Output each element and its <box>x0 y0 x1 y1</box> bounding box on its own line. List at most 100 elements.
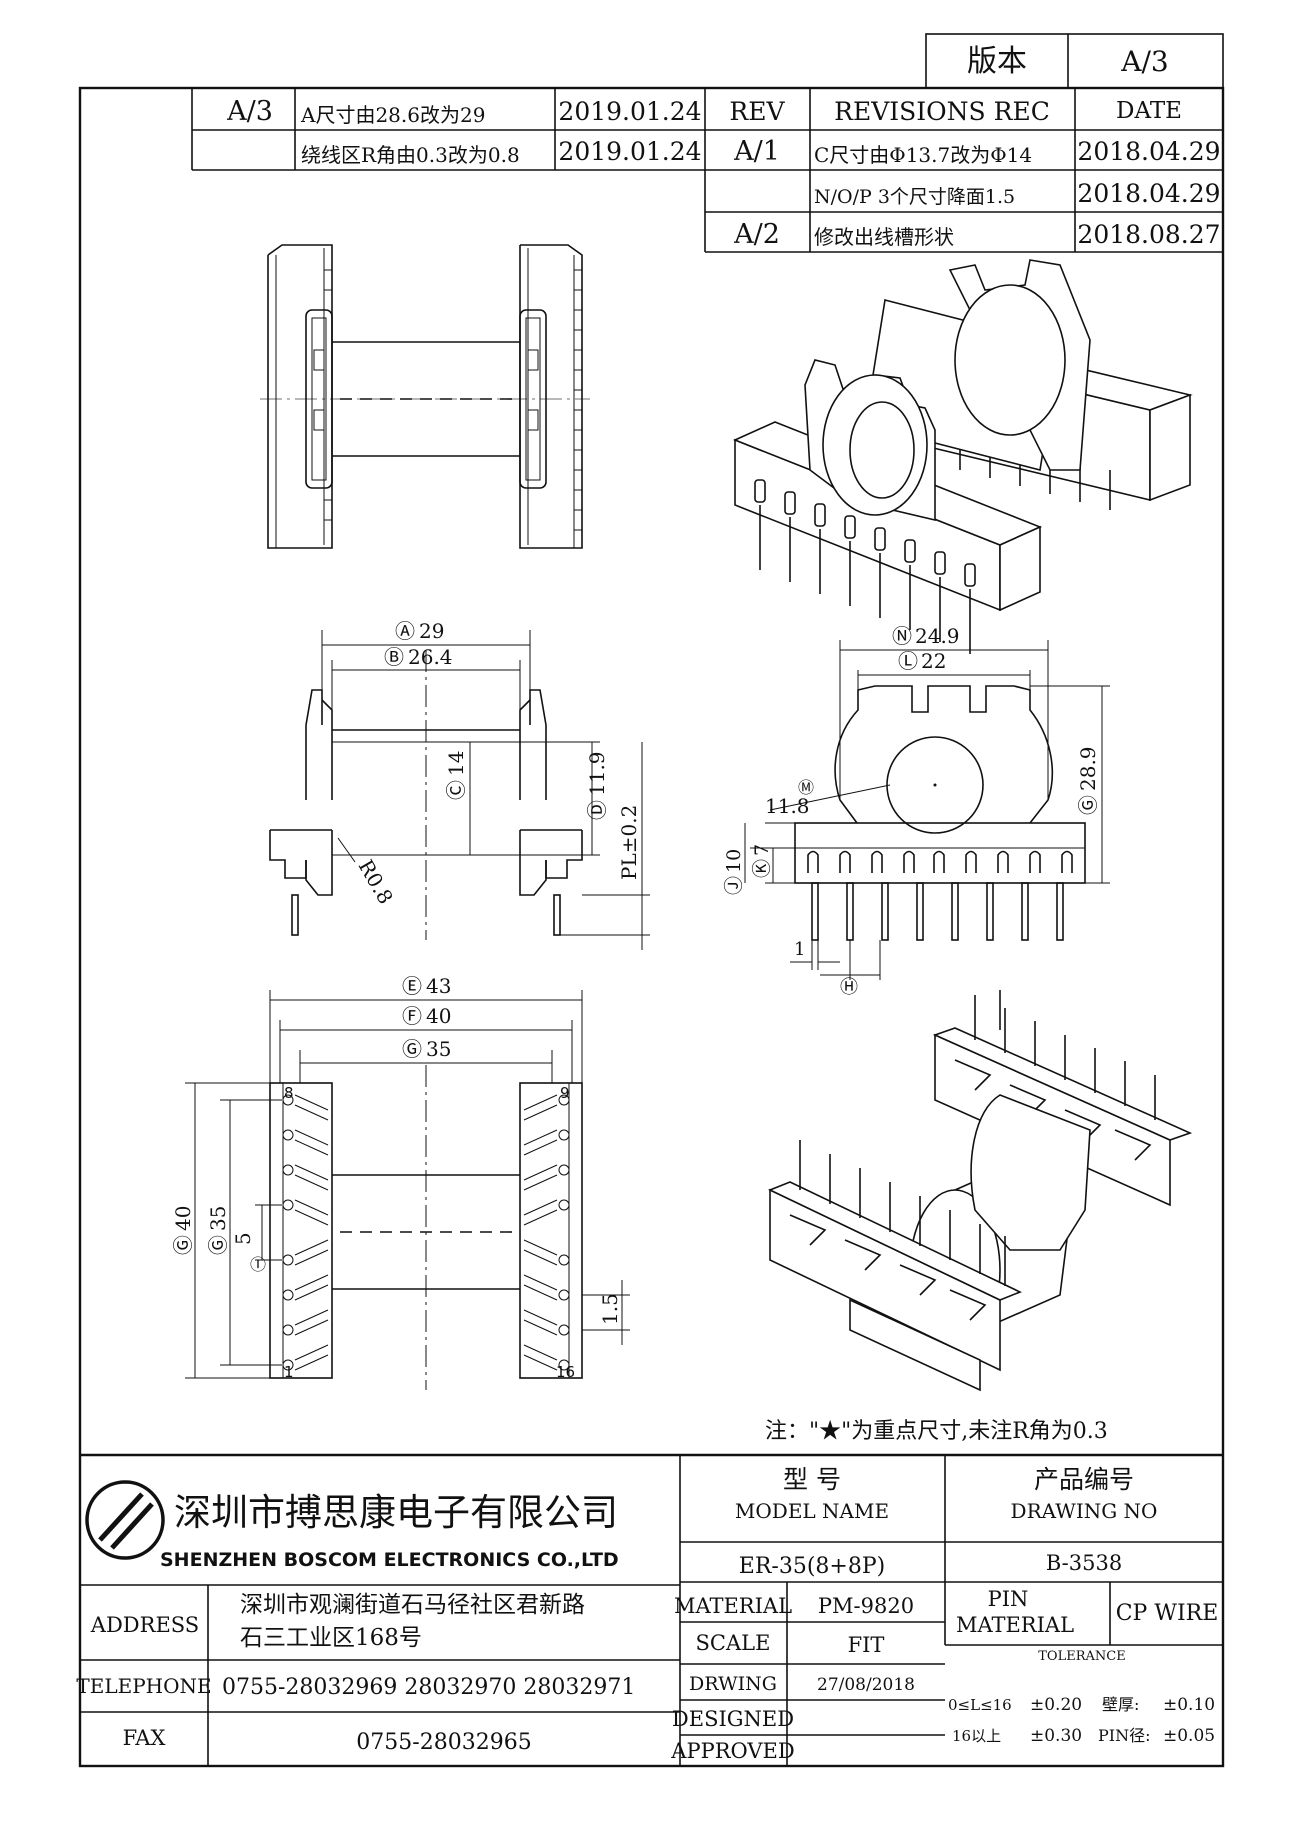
isometric-view-bottom <box>768 990 1193 1392</box>
dim-g-symbol: Ⓖ <box>402 1037 422 1061</box>
right-rev-2-desc: N/O/P 3个尺寸降面1.5 <box>814 186 1015 208</box>
dim-v5-value: 5 <box>231 1232 255 1245</box>
dim-p-value: PL±0.2 <box>617 805 641 880</box>
dim-f-symbol: Ⓕ <box>402 1004 422 1028</box>
left-rev-1-date: 2019.01.24 <box>558 97 701 126</box>
tolerance-row1-tol: ±0.10 <box>1163 1695 1215 1715</box>
note-text: 注："★"为重点尺寸,未注R角为0.3 <box>765 1419 1108 1444</box>
bottom-view <box>185 990 630 1390</box>
dim-d-value: 11.9 <box>585 751 609 796</box>
pin-number-8: 8 <box>284 1084 294 1102</box>
version-label: 版本 <box>967 44 1027 79</box>
right-rev-3-desc: 修改出线槽形状 <box>814 225 954 249</box>
address-line2: 石三工业区168号 <box>240 1625 422 1651</box>
right-rev-1-rev: A/1 <box>733 136 780 167</box>
fax-label: FAX <box>123 1726 166 1750</box>
dim-n-value: 24.9 <box>915 624 960 648</box>
tolerance-row1-value: ±0.20 <box>1030 1695 1082 1715</box>
company-name-en: SHENZHEN BOSCOM ELECTRONICS CO.,LTD <box>160 1549 619 1571</box>
dim-b-value: 26.4 <box>408 645 453 669</box>
model-label-en: MODEL NAME <box>735 1499 889 1523</box>
dim-a-symbol: Ⓐ <box>395 619 415 643</box>
tolerance-row2-label: PIN径: <box>1098 1726 1150 1745</box>
drawing-no-label-en: DRAWING NO <box>1011 1499 1158 1523</box>
tolerance-row2-value: ±0.30 <box>1030 1726 1082 1746</box>
right-rev-1-date: 2018.04.29 <box>1077 137 1220 166</box>
company-name-cn: 深圳市搏思康电子有限公司 <box>174 1491 618 1534</box>
isometric-view-top <box>732 259 1193 654</box>
drawing-no-value: B-3538 <box>1046 1551 1122 1575</box>
tolerance-label: TOLERANCE <box>1038 1649 1125 1664</box>
pin-material-value: CP WIRE <box>1116 1601 1219 1626</box>
left-rev-1-rev: A/3 <box>226 96 273 127</box>
pin-number-9: 9 <box>560 1084 570 1102</box>
model-label-cn: 型 号 <box>783 1465 841 1494</box>
left-rev-1-desc: A尺寸由28.6改为29 <box>300 103 485 127</box>
left-rev-2-date: 2019.01.24 <box>558 137 701 166</box>
pin-material-label-2: MATERIAL <box>956 1613 1074 1637</box>
right-rev-2-date: 2018.04.29 <box>1077 179 1220 208</box>
right-rev-3-rev: A/2 <box>733 219 780 250</box>
pin-number-16: 16 <box>556 1363 575 1381</box>
dim-j-value: 10 <box>723 849 745 873</box>
dim-v5-symbol: Ⓘ <box>250 1255 266 1274</box>
pin-number-1: 1 <box>284 1363 294 1381</box>
telephone-value: 0755-28032969 28032970 28032971 <box>222 1675 635 1700</box>
dim-l-value: 22 <box>921 649 946 673</box>
tolerance-row2-tol: ±0.05 <box>1163 1726 1215 1746</box>
drawing-no-label-cn: 产品编号 <box>1034 1465 1134 1494</box>
address-line1: 深圳市观澜街道石马径社区君新路 <box>240 1592 585 1618</box>
side-view <box>269 630 650 950</box>
tolerance-row1-label: 壁厚: <box>1102 1695 1139 1714</box>
drawing-date: 27/08/2018 <box>817 1675 915 1695</box>
revision-table-left <box>191 88 706 252</box>
rev-header: REV <box>729 97 785 126</box>
dim-e-symbol: Ⓔ <box>402 974 422 998</box>
dim-g2-value: 28.9 <box>1076 746 1100 791</box>
dim-j-symbol: Ⓙ <box>723 876 745 895</box>
title-block-lines <box>80 1453 1223 1766</box>
scale-value: FIT <box>848 1633 885 1657</box>
dim-f-value: 40 <box>426 1004 451 1028</box>
right-rev-3-date: 2018.08.27 <box>1077 220 1220 249</box>
dim-h-symbol: Ⓗ <box>840 977 858 998</box>
front-view <box>744 640 1110 980</box>
dim-a-value: 29 <box>419 619 444 643</box>
dim-v40-symbol: Ⓖ <box>171 1235 195 1255</box>
dim-g2-symbol: Ⓖ <box>1076 795 1100 815</box>
dim-v15-value: 1.5 <box>598 1293 622 1325</box>
top-view <box>260 244 590 549</box>
dim-k-value: 7 <box>751 844 773 856</box>
fax-value: 0755-28032965 <box>356 1730 531 1755</box>
dim-m-value: 11.8 <box>765 794 810 818</box>
dim-c-value: 14 <box>444 751 468 776</box>
dim-r-value: R0.8 <box>354 856 398 909</box>
dim-n-symbol: Ⓝ <box>892 624 912 648</box>
dim-c-symbol: Ⓒ <box>444 780 468 800</box>
version-value: A/3 <box>1120 45 1168 78</box>
right-rev-1-desc: C尺寸由Φ13.7改为Φ14 <box>814 143 1032 167</box>
dim-b-symbol: Ⓑ <box>384 645 404 669</box>
pin-material-label-1: PIN <box>988 1587 1029 1611</box>
telephone-label: TELEPHONE <box>76 1674 211 1698</box>
dim-l-symbol: Ⓛ <box>898 649 918 673</box>
revision-table-right <box>705 88 1223 253</box>
tolerance-row1-range: 0≤L≤16 <box>948 1696 1012 1714</box>
approved-label: APPROVED <box>670 1739 794 1763</box>
dim-v35-value: 35 <box>206 1206 230 1231</box>
dim-v35-symbol: Ⓖ <box>206 1235 230 1255</box>
dim-d-symbol: Ⓓ <box>585 800 609 820</box>
dim-m-symbol: Ⓜ <box>798 778 814 797</box>
material-value: PM-9820 <box>818 1594 914 1618</box>
tolerance-row2-range: 16以上 <box>952 1727 1001 1745</box>
drawing-label: DRWING <box>689 1673 777 1695</box>
dim-v40-value: 40 <box>171 1206 195 1231</box>
dim-h-value: 1 <box>794 939 805 960</box>
date-header: DATE <box>1116 98 1182 124</box>
dim-k-symbol: Ⓚ <box>751 859 773 878</box>
left-rev-2-desc: 绕线区R角由0.3改为0.8 <box>301 143 520 167</box>
address-label: ADDRESS <box>90 1613 199 1637</box>
model-value: ER-35(8+8P) <box>739 1554 885 1579</box>
material-label: MATERIAL <box>674 1594 792 1618</box>
